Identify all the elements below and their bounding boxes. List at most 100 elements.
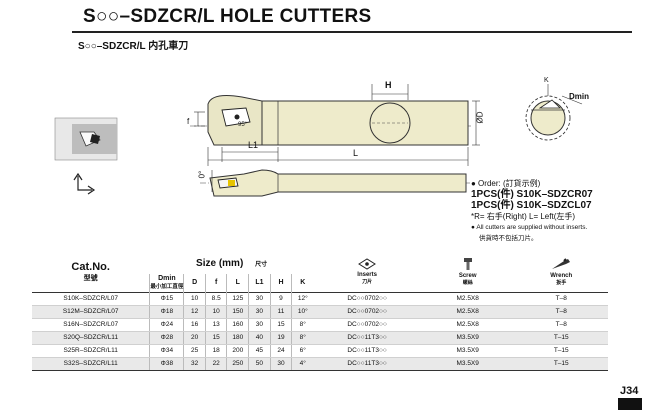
cell-wrench: T–15 [514, 331, 608, 345]
col-dmin-label: Dmin [158, 275, 176, 283]
cell-f: 13 [204, 318, 227, 332]
screw-sub: 螺絲 [462, 280, 473, 287]
cell-dmin: Φ18 [149, 305, 184, 319]
cell-h: 11 [269, 305, 292, 319]
cat-no-sub: 型號 [83, 274, 98, 282]
cell-insert: DC○○11T3○○ [313, 344, 421, 358]
size-header: Size (mm) 尺寸 [150, 252, 313, 274]
cell-l: 150 [226, 305, 249, 319]
cat-no-label: Cat.No. [71, 260, 110, 273]
cell-dmin: Φ34 [149, 344, 184, 358]
col-l-header: L [226, 274, 249, 292]
insert-detail-figure [54, 117, 118, 161]
cell-screw: M3.5X9 [420, 344, 515, 358]
cell-k: 4° [291, 357, 314, 371]
cell-k: 6° [291, 344, 314, 358]
cell-insert: DC○○0702○○ [313, 292, 421, 306]
cell-h: 30 [269, 357, 292, 371]
cell-l: 180 [226, 331, 249, 345]
size-sub: 尺寸 [255, 261, 268, 268]
specification-table: Cat.No. 型號 Size (mm) 尺寸 Inserts 刀片 Screw… [32, 252, 608, 371]
cell-k: 10° [291, 305, 314, 319]
wrench-sub: 扳手 [556, 280, 567, 287]
dim-label-k: K [544, 77, 549, 84]
col-dmin-header: Dmin 最小加工直徑 [149, 274, 184, 292]
page-number: J34 [620, 385, 639, 397]
cell-cat: S12M–SDZCR/L07 [32, 305, 150, 319]
cell-f: 15 [204, 331, 227, 345]
col-l1-header: L1 [248, 274, 271, 292]
cell-cat: S20Q–SDZCR/L11 [32, 331, 150, 345]
cell-d: 20 [183, 331, 206, 345]
col-d-header: D [183, 274, 206, 292]
col-k-header: K [291, 274, 314, 292]
cell-l1: 50 [248, 357, 271, 371]
cell-insert: DC○○0702○○ [313, 318, 421, 332]
screw-icon [463, 258, 472, 271]
svg-text:95°: 95° [238, 122, 248, 128]
order-label: ● Order: (訂貨示例) [471, 179, 541, 188]
feed-direction-icon [73, 172, 96, 195]
table-row: S12M–SDZCR/L07 Φ18 12 10 150 30 11 10° D… [32, 305, 608, 319]
cell-dmin: Φ28 [149, 331, 184, 345]
cell-d: 16 [183, 318, 206, 332]
cell-k: 8° [291, 331, 314, 345]
cell-l: 250 [226, 357, 249, 371]
cell-l1: 45 [248, 344, 271, 358]
cell-h: 19 [269, 331, 292, 345]
wrench-header: Wrench 扳手 [514, 252, 608, 292]
tool-top-view: 95° [190, 84, 480, 166]
page-tab-marker [618, 398, 642, 410]
cell-l1: 30 [248, 292, 271, 306]
wrench-icon [552, 258, 571, 270]
cell-dmin: Φ24 [149, 318, 184, 332]
cell-d: 12 [183, 305, 206, 319]
insert-icon [358, 258, 377, 270]
screw-label: Screw [458, 273, 477, 280]
cell-insert: DC○○11T3○○ [313, 331, 421, 345]
cell-f: 8.5 [204, 292, 227, 306]
wrench-label: Wrench [550, 273, 573, 280]
cell-wrench: T–8 [514, 305, 608, 319]
order-notes: ● Order: (訂貨示例) 1PCS(件) S10K–SDZCR07 1PC… [471, 178, 593, 244]
cell-l: 200 [226, 344, 249, 358]
inserts-sub: 刀片 [362, 279, 373, 286]
cell-k: 12° [291, 292, 314, 306]
cell-k: 8° [291, 318, 314, 332]
cell-d: 10 [183, 292, 206, 306]
page-subtitle: S○○–SDZCR/L 内孔車刀 [78, 41, 189, 52]
inserts-header: Inserts 刀片 [313, 252, 421, 292]
cell-wrench: T–8 [514, 318, 608, 332]
cell-dmin: Φ38 [149, 357, 184, 371]
cell-l1: 30 [248, 318, 271, 332]
size-label: Size (mm) [196, 257, 244, 269]
tool-side-view [200, 169, 472, 197]
tool-drawing: 95° [54, 84, 583, 197]
cell-f: 22 [204, 357, 227, 371]
table-row: S10K–SDZCR/L07 Φ15 10 8.5 125 30 9 12° D… [32, 292, 608, 306]
inserts-note-cn: 供貨時不包括刀片。 [479, 235, 538, 242]
cell-insert: DC○○0702○○ [313, 305, 421, 319]
cell-screw: M2.5X8 [420, 305, 515, 319]
order-example-left: 1PCS(件) S10K–SDZCL07 [471, 200, 592, 211]
col-f-header: f [204, 274, 227, 292]
cell-h: 24 [269, 344, 292, 358]
title-divider [72, 31, 632, 33]
cell-insert: DC○○11T3○○ [313, 357, 421, 371]
cell-wrench: T–15 [514, 357, 608, 371]
cell-screw: M3.5X9 [420, 331, 515, 345]
cell-f: 10 [204, 305, 227, 319]
col-dmin-sub: 最小加工直徑 [150, 284, 184, 291]
cell-dmin: Φ15 [149, 292, 184, 306]
inserts-label: Inserts [357, 272, 377, 279]
screw-header: Screw 螺絲 [421, 252, 515, 292]
table-row: S20Q–SDZCR/L11 Φ28 20 15 180 40 19 8° DC… [32, 331, 608, 345]
cell-d: 25 [183, 344, 206, 358]
cell-l: 160 [226, 318, 249, 332]
dim-label-h: H [385, 80, 392, 90]
cell-l1: 30 [248, 305, 271, 319]
cell-l1: 40 [248, 331, 271, 345]
cell-h: 9 [269, 292, 292, 306]
cell-screw: M3.5X9 [420, 357, 515, 371]
cell-l: 125 [226, 292, 249, 306]
